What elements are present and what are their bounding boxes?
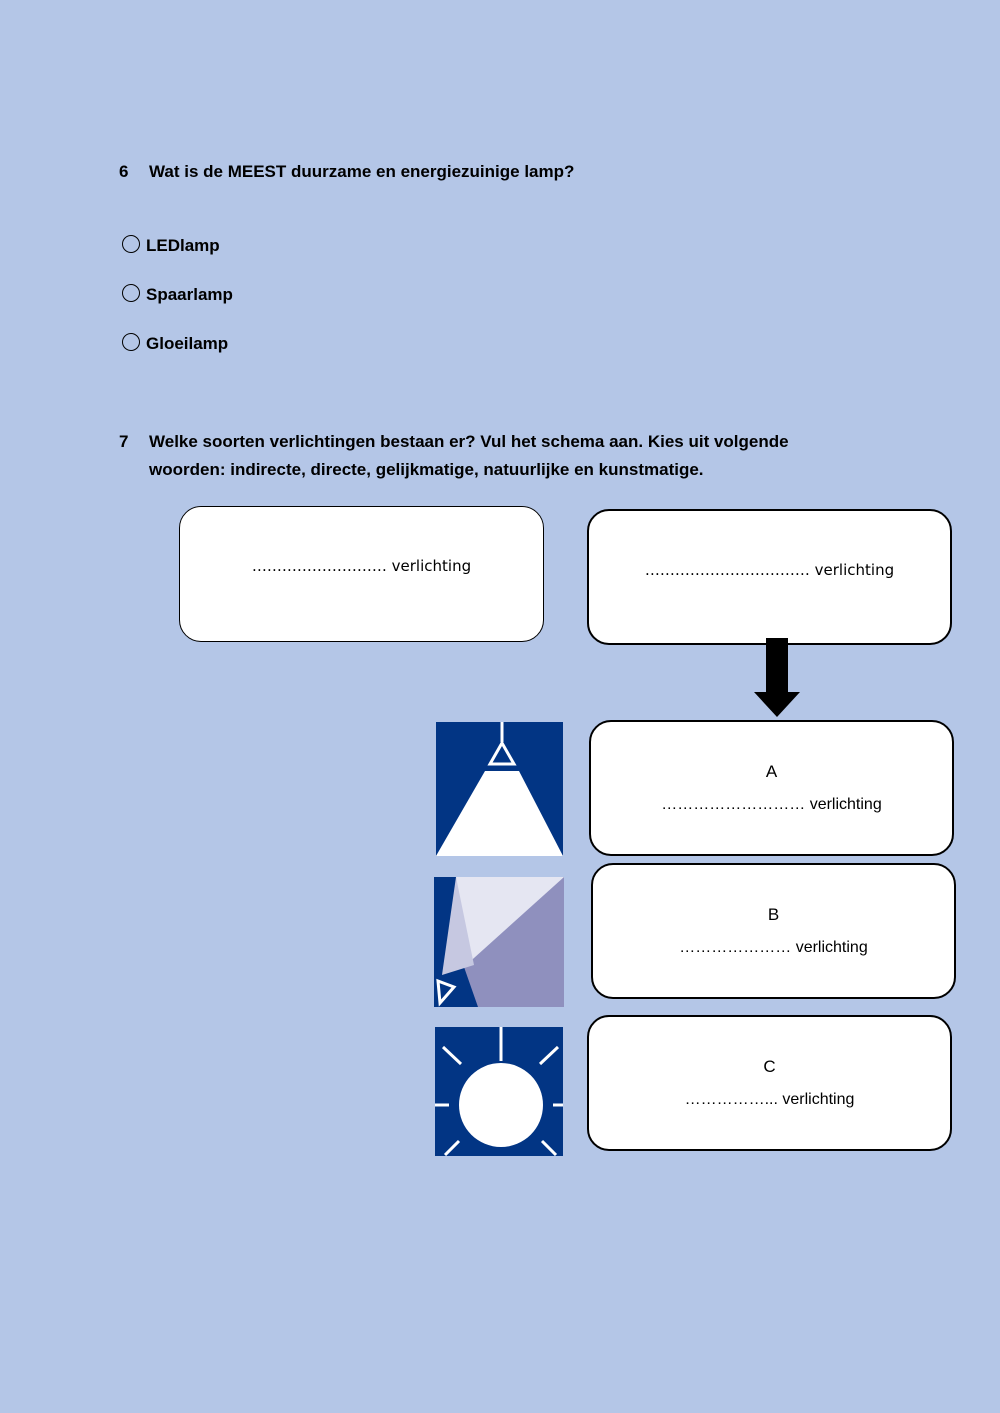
box-b[interactable]: B ………………… verlichting [591, 863, 956, 999]
box-letter: C [763, 1057, 776, 1076]
box-c[interactable]: C ……………... verlichting [587, 1015, 952, 1151]
blank-fill-text[interactable]: ……………………… verlichting [661, 796, 882, 813]
box-letter: B [767, 905, 780, 924]
blank-fill-text[interactable]: ……………... verlichting [684, 1091, 855, 1108]
question-7-number: 7 [119, 432, 129, 451]
blank-fill-text[interactable]: ………………… verlichting [679, 939, 868, 956]
box-top-right[interactable]: …………………………… verlichting [587, 509, 952, 645]
blank-fill-text[interactable]: …………………………… verlichting [644, 561, 895, 579]
indirect-light-icon [434, 877, 564, 1007]
box-a[interactable]: A ……………………… verlichting [589, 720, 954, 856]
radio-circle-icon[interactable] [122, 235, 140, 253]
diffuse-light-icon [435, 1027, 563, 1156]
box-letter: A [765, 762, 778, 781]
question-6-text: Wat is de MEEST duurzame en energiezuini… [149, 162, 575, 181]
option-label: Spaarlamp [146, 285, 233, 304]
question-7-line-2: woorden: indirecte, directe, gelijkmatig… [149, 460, 704, 479]
question-7-line-1: Welke soorten verlichtingen bestaan er? … [149, 432, 789, 451]
box-top-left[interactable]: ……………………… verlichting [179, 506, 544, 642]
arrow-down-icon [754, 638, 800, 717]
option-label: Gloeilamp [146, 334, 229, 353]
question-7-text: Welke soorten verlichtingen bestaan er? … [149, 428, 789, 484]
option-ledlamp[interactable]: LEDlamp [122, 235, 220, 256]
blank-fill-text[interactable]: ……………………… verlichting [251, 557, 472, 575]
question-6-number: 6 [119, 162, 129, 181]
option-label: LEDlamp [146, 236, 220, 255]
option-spaarlamp[interactable]: Spaarlamp [122, 284, 233, 305]
radio-circle-icon[interactable] [122, 333, 140, 351]
option-gloeilamp[interactable]: Gloeilamp [122, 333, 229, 354]
direct-light-icon [436, 722, 563, 856]
radio-circle-icon[interactable] [122, 284, 140, 302]
